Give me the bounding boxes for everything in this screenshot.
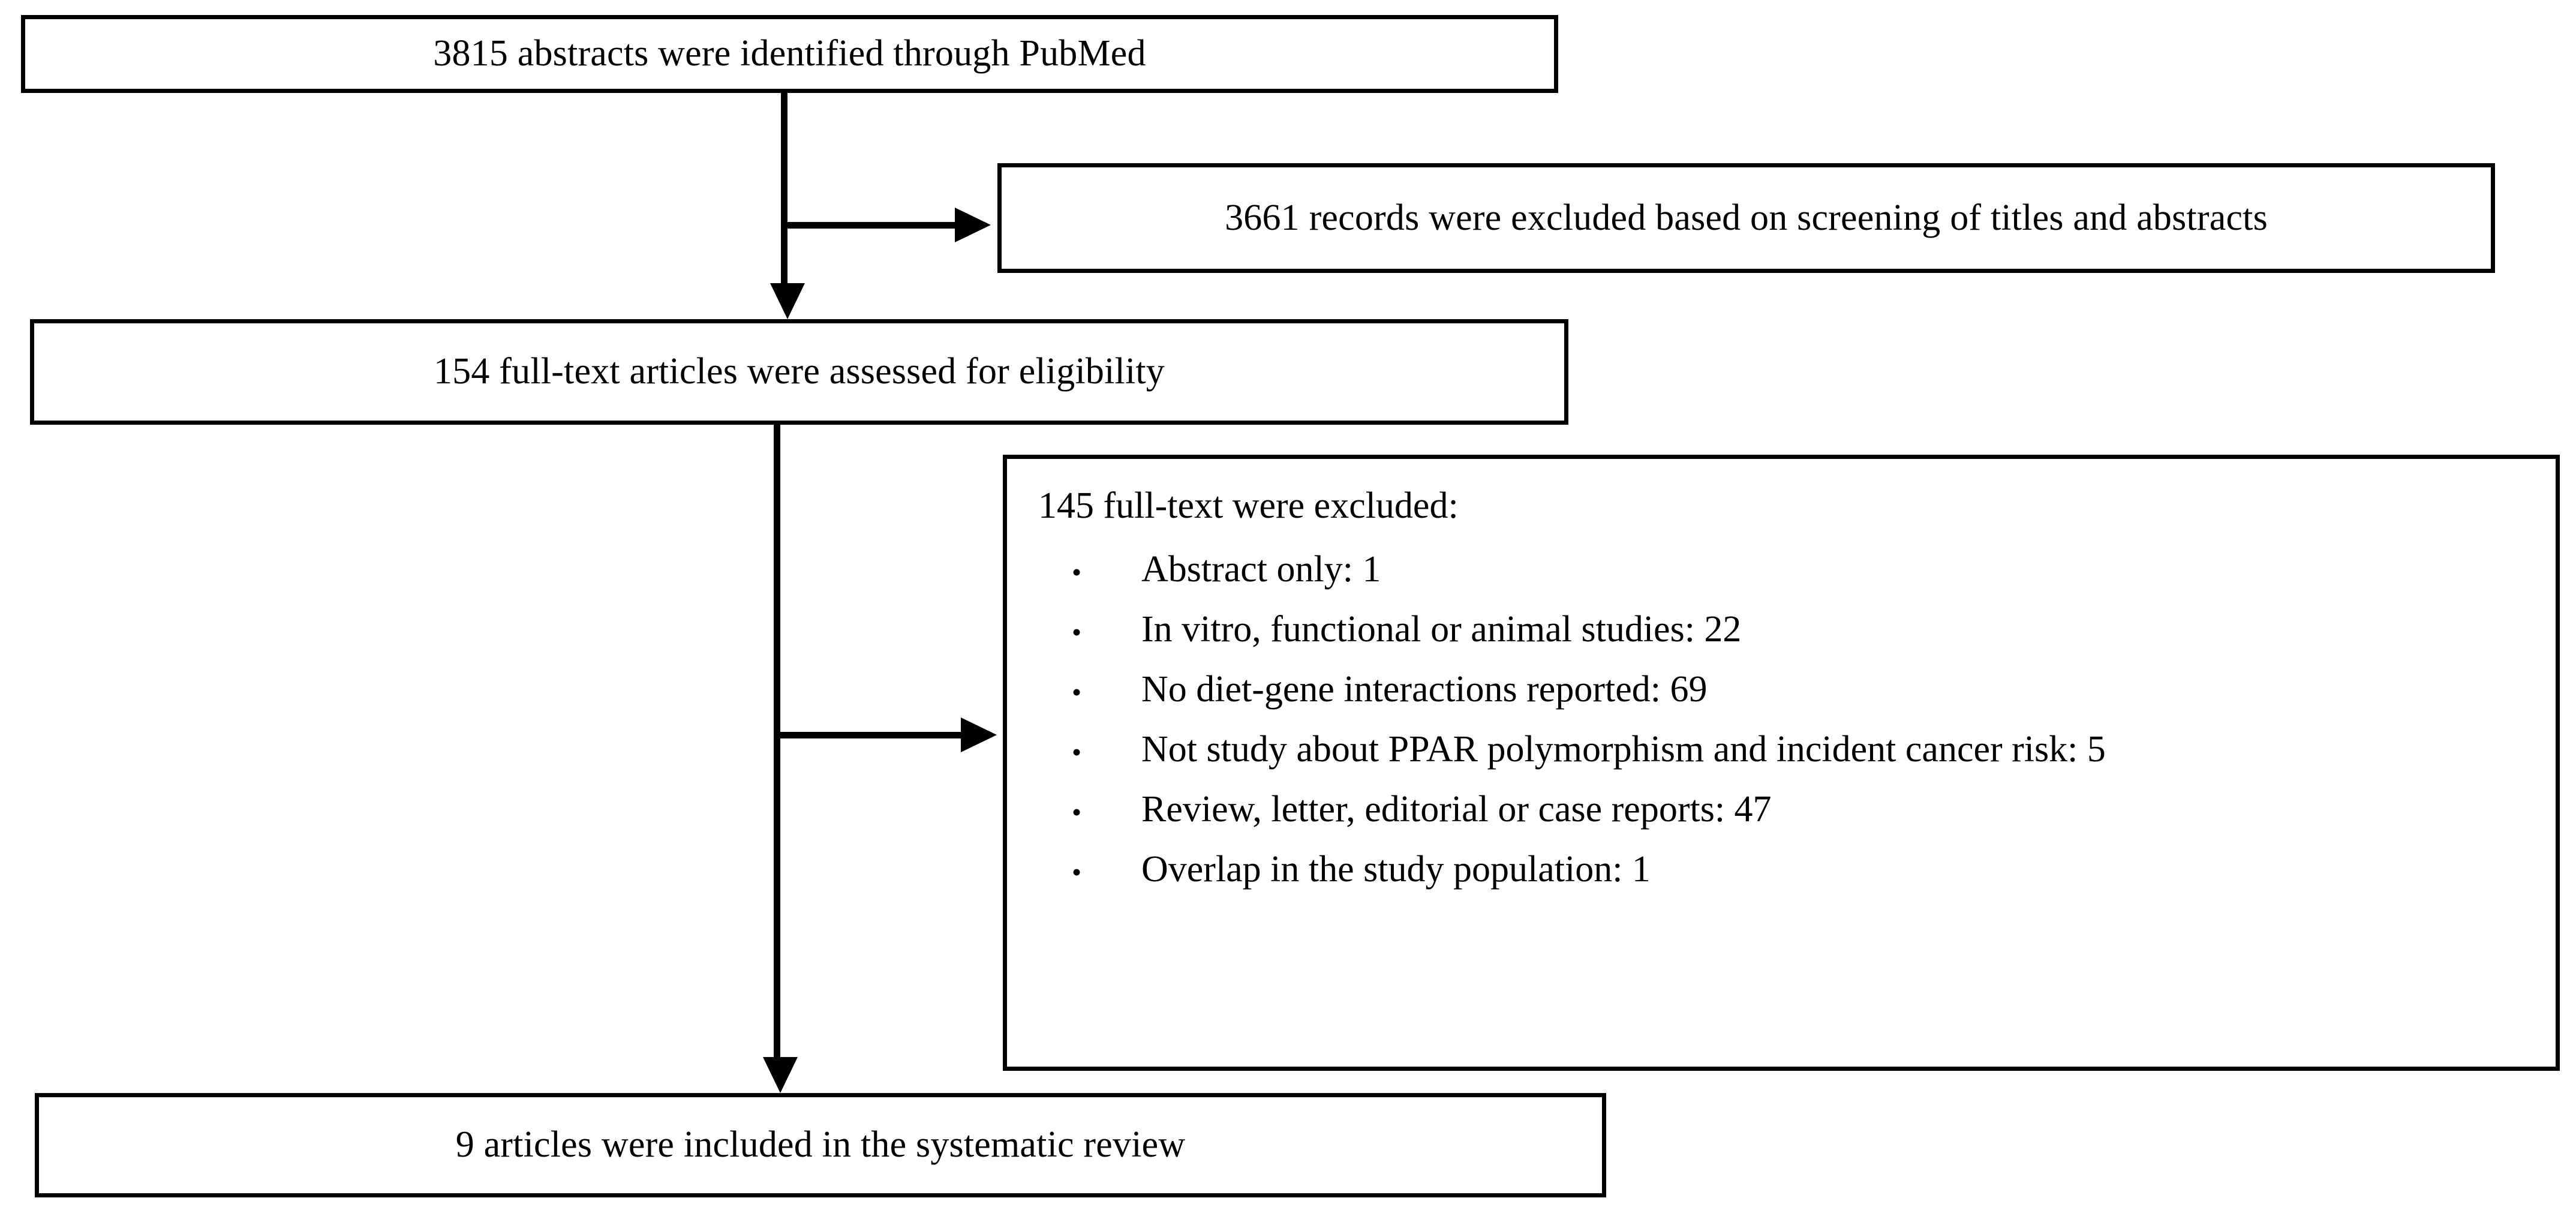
- arrow-right-to-screening-excluded: [955, 208, 991, 242]
- exclusion-reason-label: Abstract only: 1: [1141, 549, 1381, 590]
- exclusion-reason-label: Review, letter, editorial or case report…: [1141, 789, 1772, 830]
- box-records-identified-label: 3815 abstracts were identified through P…: [433, 33, 1146, 74]
- list-item: • Overlap in the study population: 1: [1007, 849, 2556, 909]
- list-item: • Not study about PPAR polymorphism and …: [1007, 729, 2556, 789]
- bullet-icon: •: [1072, 617, 1082, 648]
- bullet-icon: •: [1072, 737, 1082, 768]
- list-item: • Review, letter, editorial or case repo…: [1007, 789, 2556, 849]
- bullet-icon: •: [1072, 857, 1082, 888]
- bullet-icon: •: [1072, 677, 1082, 708]
- bullet-icon: •: [1072, 557, 1082, 588]
- list-item: • Abstract only: 1: [1007, 549, 2556, 609]
- list-item: • In vitro, functional or animal studies…: [1007, 609, 2556, 669]
- box-fulltext-excluded-heading: 145 full-text were excluded:: [1038, 485, 1459, 526]
- box-screening-excluded: 3661 records were excluded based on scre…: [997, 163, 2495, 273]
- exclusion-reason-label: Not study about PPAR polymorphism and in…: [1141, 729, 2106, 770]
- arrow-down-to-included: [763, 1057, 798, 1093]
- box-fulltext-excluded: 145 full-text were excluded: • Abstract …: [1003, 455, 2560, 1071]
- connector-identified-to-screening-excluded-horizontal: [781, 222, 955, 229]
- box-screening-excluded-label: 3661 records were excluded based on scre…: [1225, 197, 2268, 238]
- box-fulltext-assessed-label: 154 full-text articles were assessed for…: [433, 351, 1165, 392]
- bullet-icon: •: [1072, 797, 1082, 828]
- connector-assessed-to-fulltext-excluded-horizontal: [774, 732, 961, 738]
- list-item: • No diet-gene interactions reported: 69: [1007, 669, 2556, 729]
- exclusion-reason-list: • Abstract only: 1 • In vitro, functiona…: [1007, 549, 2556, 909]
- arrow-down-to-assessed: [770, 283, 805, 319]
- connector-assessed-to-included-vertical: [774, 425, 780, 1057]
- box-fulltext-assessed: 154 full-text articles were assessed for…: [30, 319, 1568, 425]
- box-records-identified: 3815 abstracts were identified through P…: [21, 15, 1558, 93]
- exclusion-reason-label: Overlap in the study population: 1: [1141, 849, 1651, 890]
- connector-identified-to-assessed-vertical: [781, 93, 787, 283]
- box-articles-included: 9 articles were included in the systemat…: [35, 1093, 1606, 1197]
- exclusion-reason-label: No diet-gene interactions reported: 69: [1141, 669, 1708, 710]
- box-articles-included-label: 9 articles were included in the systemat…: [455, 1124, 1186, 1166]
- arrow-right-to-fulltext-excluded: [961, 717, 997, 752]
- exclusion-reason-label: In vitro, functional or animal studies: …: [1141, 609, 1742, 650]
